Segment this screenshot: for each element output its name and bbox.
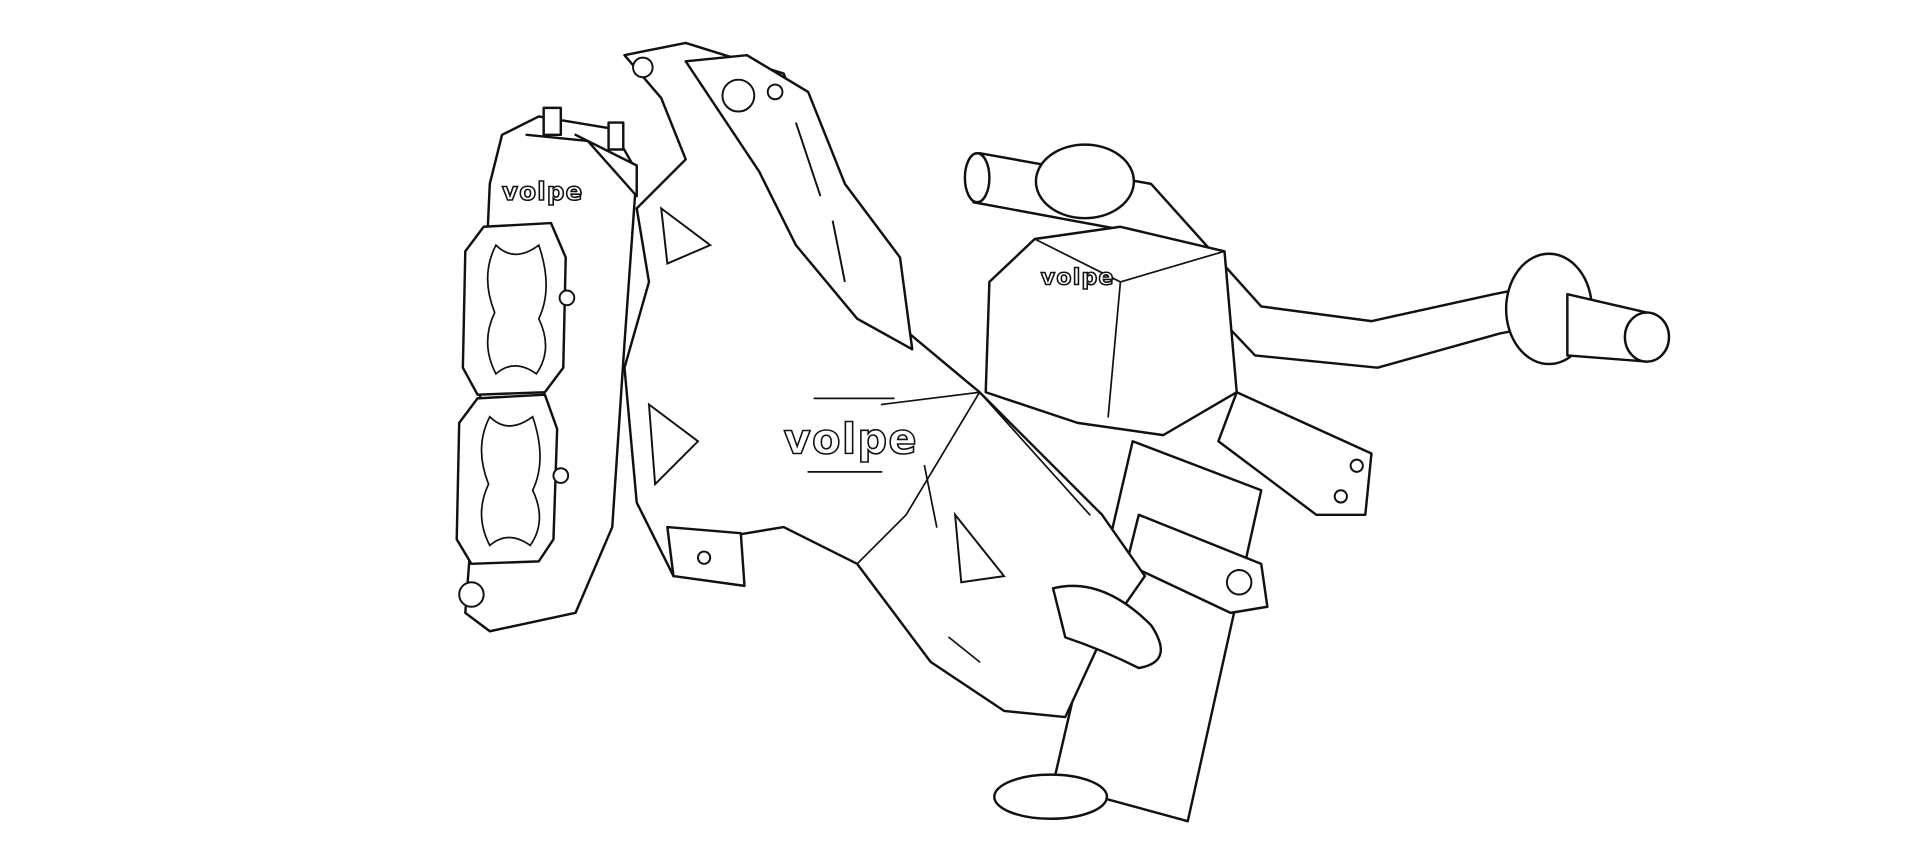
headlight-housing: volpe	[455, 106, 638, 633]
headlight-logo: volpe	[502, 177, 583, 206]
switch-box-logo: volpe	[1041, 265, 1115, 290]
switch-box: volpe	[984, 225, 1373, 517]
lower-lamp	[455, 393, 559, 566]
lower-clamp	[1125, 513, 1269, 615]
main-bracket: volpe	[623, 41, 1162, 719]
upper-lamp	[461, 221, 567, 396]
mount-bolt-left	[542, 106, 563, 137]
mount-bolt-right	[607, 121, 625, 151]
main-bracket-logo: volpe	[784, 414, 918, 463]
handlebar	[963, 143, 1671, 369]
